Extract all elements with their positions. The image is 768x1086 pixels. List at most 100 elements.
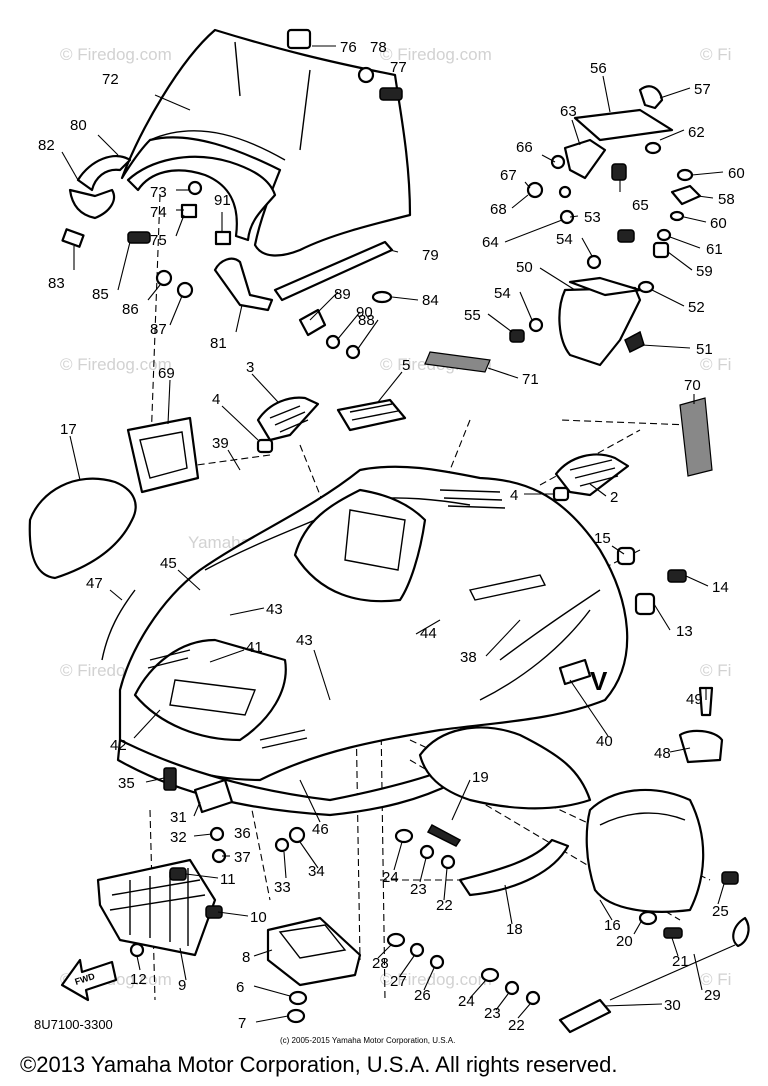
callout-label: 5 (402, 357, 410, 374)
callout-label: 65 (632, 197, 649, 214)
callout-label: 9 (178, 977, 186, 994)
callout-label: 91 (214, 192, 231, 209)
callout-label: 78 (370, 39, 387, 56)
callout-label: 37 (234, 849, 251, 866)
callout-label: 49 (686, 691, 703, 708)
watermark-low-right: © Fi (700, 661, 731, 680)
side-cover-left (28, 477, 137, 580)
callout-label: 80 (70, 117, 87, 134)
callout-label: 10 (250, 909, 267, 926)
callout-label: 32 (170, 829, 187, 846)
callout-label: 39 (212, 435, 229, 452)
callout-label: 84 (422, 292, 439, 309)
bracket-assembly (526, 85, 702, 294)
callout-label: 55 (464, 307, 481, 324)
callout-label: 23 (484, 1005, 501, 1022)
callout-label: 58 (718, 191, 735, 208)
callout-label: 85 (92, 286, 109, 303)
callout-label: 23 (410, 881, 427, 898)
callout-label: 51 (696, 341, 713, 358)
lower-panel (418, 726, 592, 810)
callout-label: 42 (110, 737, 127, 754)
callout-label: 43 (296, 632, 313, 649)
callout-label: 54 (556, 231, 573, 248)
callout-label: 48 (654, 745, 671, 762)
bracket-89 (298, 308, 327, 337)
callout-label: 53 (584, 209, 601, 226)
callout-label: 46 (312, 821, 329, 838)
callout-label: 17 (60, 421, 77, 438)
callout-label: 6 (236, 979, 244, 996)
parts-diagram: © Firedog.com © Firedog.com © Fi © Fired… (28, 28, 750, 1034)
watermark-top-mid: © Firedog.com (380, 45, 492, 64)
callout-label: 86 (122, 301, 139, 318)
callout-label: 21 (672, 953, 689, 970)
callout-label: 64 (482, 234, 499, 251)
callout-label: 16 (604, 917, 621, 934)
callout-label: 44 (420, 625, 437, 642)
belt-cover (585, 788, 705, 913)
callout-label: 25 (712, 903, 729, 920)
callout-label: 41 (246, 639, 263, 656)
callout-label: 81 (210, 335, 227, 352)
callout-label: 72 (102, 71, 119, 88)
callout-label: 30 (664, 997, 681, 1014)
callout-label: 8 (242, 949, 250, 966)
callout-label: 29 (704, 987, 721, 1004)
callout-label: 28 (372, 955, 389, 972)
callout-label: 67 (500, 167, 517, 184)
tray (266, 916, 362, 987)
callout-label: 35 (118, 775, 135, 792)
model-badge: V (590, 666, 608, 696)
callout-label: 68 (490, 201, 507, 218)
diagram-part-number: 8U7100-3300 (34, 1017, 113, 1032)
callout-label: 13 (676, 623, 693, 640)
callout-label: 79 (422, 247, 439, 264)
leader-lines (61, 45, 725, 1023)
copyright-footer: ©2013 Yamaha Motor Corporation, U.S.A. A… (20, 1052, 618, 1077)
panel-69 (126, 416, 200, 494)
cable (558, 916, 750, 1034)
callout-label: 22 (508, 1017, 525, 1034)
callout-label: 62 (688, 124, 705, 141)
callout-label: 12 (130, 971, 147, 988)
hood (118, 465, 629, 782)
callout-label: 63 (560, 103, 577, 120)
callout-label: 26 (414, 987, 431, 1004)
callout-label: 88 (358, 312, 375, 329)
callout-label: 18 (506, 921, 523, 938)
watermark-top-left: © Firedog.com (60, 45, 172, 64)
callout-label: 82 (38, 137, 55, 154)
callout-label: 34 (308, 863, 325, 880)
callout-label: 4 (510, 487, 518, 504)
callout-label: 22 (436, 897, 453, 914)
callout-label: 19 (472, 769, 489, 786)
callout-label: 4 (212, 391, 220, 408)
callout-label: 50 (516, 259, 533, 276)
watermark-mid-right: © Fi (700, 355, 731, 374)
bumper (96, 858, 217, 957)
callout-label: 60 (728, 165, 745, 182)
callout-label: 20 (616, 933, 633, 950)
callout-label: 56 (590, 60, 607, 77)
callout-label: 43 (266, 601, 283, 618)
callout-label: 76 (340, 39, 357, 56)
callout-label: 33 (274, 879, 291, 896)
watermark-bottom-mid: © Firedog.com (380, 970, 492, 989)
callout-label: 15 (594, 530, 611, 547)
callout-label: 7 (238, 1015, 246, 1032)
callout-label: 83 (48, 275, 65, 292)
callout-label: 69 (158, 365, 175, 382)
callout-label: 11 (220, 871, 236, 888)
callout-label: 59 (696, 263, 713, 280)
callout-label: 73 (150, 184, 167, 201)
callout-label: 27 (390, 973, 407, 990)
callout-label: 89 (334, 286, 351, 303)
callout-label: 47 (86, 575, 103, 592)
callout-label: 74 (150, 204, 167, 221)
fasteners (61, 28, 403, 360)
callout-label: 77 (390, 59, 407, 76)
callout-label: 52 (688, 299, 705, 316)
callout-label: 60 (710, 215, 727, 232)
callout-label: 24 (382, 869, 399, 886)
